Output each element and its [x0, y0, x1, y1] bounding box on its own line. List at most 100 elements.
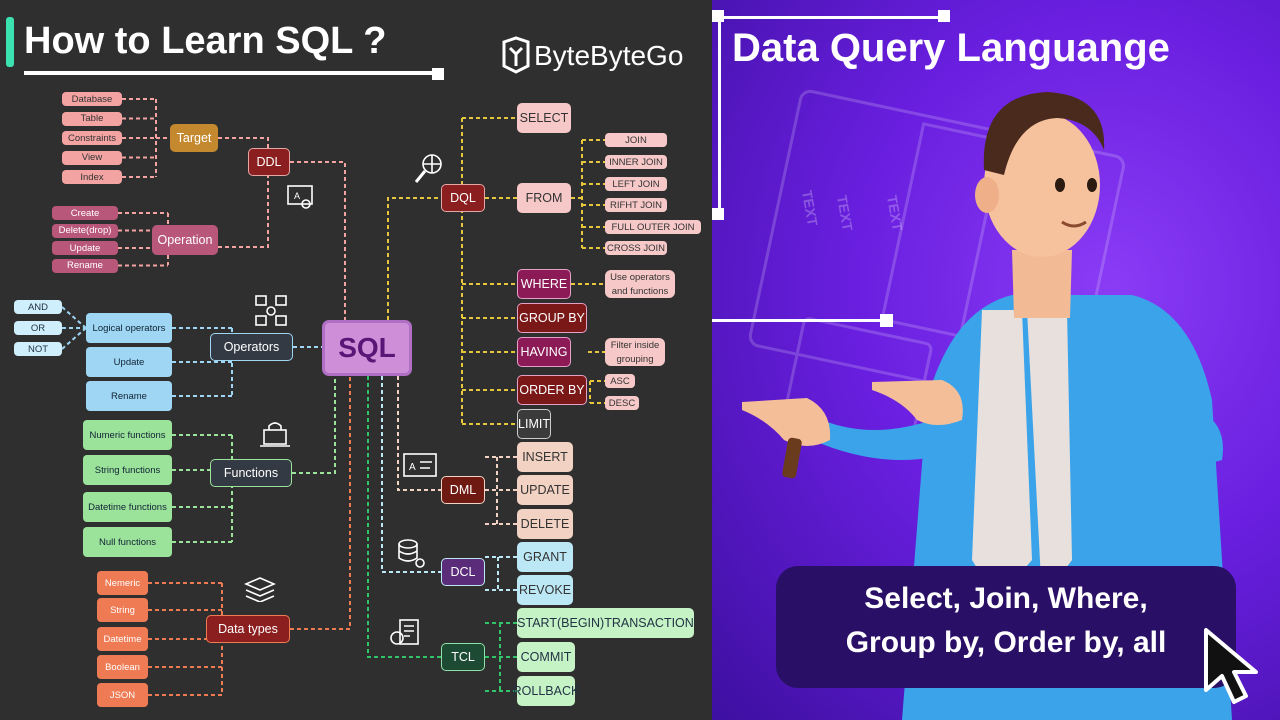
- datatypes-item: Datetime: [97, 627, 148, 651]
- sql-to-dcl: [381, 376, 441, 573]
- datatypes-item: Boolean: [97, 655, 148, 679]
- title-frame-top: [718, 16, 944, 19]
- gear-doc-icon: [390, 619, 419, 645]
- tcl-item: COMMIT: [517, 642, 575, 672]
- dql-item: SELECT: [517, 103, 571, 133]
- caption-line-1: Select, Join, Where,: [864, 582, 1148, 615]
- ddl-node: DDL: [248, 148, 290, 176]
- magnifier-globe-icon: [414, 154, 442, 183]
- join-item: RIFHT JOIN: [605, 198, 667, 212]
- dql-item: HAVING: [517, 337, 571, 367]
- sql-root-node: SQL: [322, 320, 412, 376]
- frame-handle-1: [712, 10, 724, 22]
- logical-item: AND: [14, 300, 62, 314]
- tcl-item: START(BEGIN)TRANSACTION: [517, 608, 694, 638]
- datatypes-item: String: [97, 598, 148, 622]
- logical-item: OR: [14, 321, 62, 335]
- lock-laptop-icon: [260, 422, 290, 447]
- operators-grid-icon: [255, 295, 287, 326]
- dcl-item: GRANT: [517, 542, 573, 572]
- functions-item: String functions: [83, 455, 172, 485]
- dml-item: DELETE: [517, 509, 573, 539]
- dml-item: INSERT: [517, 442, 573, 472]
- dql-item: GROUP BY: [517, 303, 587, 333]
- sql-to-dql: [387, 197, 441, 320]
- dql-item: ORDER BY: [517, 375, 587, 405]
- functions-to-sql: [292, 376, 336, 474]
- logical-connector: [61, 306, 87, 329]
- page-title: How to Learn SQL ?: [24, 20, 387, 62]
- stack-layers-icon: [244, 577, 276, 602]
- having-note-1: Filter inside: [605, 338, 665, 352]
- frame-handle-3: [712, 208, 724, 220]
- bytebytego-logo-icon: [502, 36, 530, 74]
- join-item: JOIN: [605, 133, 667, 147]
- functions-node: Functions: [210, 459, 292, 487]
- operation-node: Operation: [152, 225, 218, 255]
- operators-item: Update: [86, 347, 172, 377]
- operators-item: Logical operators: [86, 313, 172, 343]
- functions-item: Datetime functions: [83, 492, 172, 522]
- text-card-icon: A: [403, 453, 437, 477]
- target-item: Constraints: [62, 131, 122, 145]
- title-underline-handle: [432, 68, 444, 80]
- dql-item: WHERE: [517, 269, 571, 299]
- target-item: Database: [62, 92, 122, 106]
- tcl-item: ROLLBACK: [513, 676, 579, 706]
- dcl-item: REVOKE: [517, 575, 573, 605]
- where-note-1: Use operators: [605, 270, 675, 284]
- caption-box: [776, 566, 1236, 688]
- target-item: Table: [62, 111, 122, 126]
- datatypes-node: Data types: [206, 615, 290, 643]
- operators-item: Rename: [86, 381, 172, 411]
- functions-item: Null functions: [83, 527, 172, 557]
- connector-lines: [61, 98, 605, 696]
- logical-connector: [61, 327, 87, 350]
- datatypes-item: JSON: [97, 683, 148, 707]
- panel-title: Data Query Languange: [732, 26, 1170, 70]
- join-item: LEFT JOIN: [605, 177, 667, 191]
- datatypes-item: Nemeric: [97, 571, 148, 595]
- target-to-ddl: [218, 137, 269, 148]
- dcl-node: DCL: [441, 558, 485, 586]
- operation-item: Delete(drop): [52, 223, 118, 238]
- dml-node: DML: [441, 476, 485, 504]
- order-item: ASC: [605, 374, 635, 388]
- datatypes-to-sql: [290, 376, 351, 630]
- operation-item: Create: [52, 206, 118, 220]
- join-item: FULL OUTER JOIN: [605, 220, 701, 234]
- operation-item: Update: [52, 241, 118, 255]
- brand-name: ByteByteGo: [534, 40, 684, 71]
- logical-item: NOT: [14, 342, 62, 356]
- caption-line-2: Group by, Order by, all: [845, 626, 1167, 659]
- functions-item: Numeric functions: [83, 420, 172, 450]
- operation-item: Rename: [52, 258, 118, 273]
- title-accent-bar: [6, 17, 14, 67]
- promo-panel: TEXT TEXT TEXT Data Query Languange: [712, 0, 1280, 720]
- sql-to-dml: [397, 376, 441, 491]
- where-note-2: and functions: [605, 284, 675, 298]
- having-note-2: grouping: [605, 352, 665, 366]
- tcl-node: TCL: [441, 643, 485, 671]
- sql-to-tcl: [367, 376, 441, 658]
- join-item: INNER JOIN: [605, 155, 667, 169]
- target-item: Index: [62, 170, 122, 184]
- order-item: DESC: [605, 396, 639, 410]
- dql-node: DQL: [441, 184, 485, 212]
- svg-text:A: A: [294, 191, 300, 201]
- dql-item: FROM: [517, 183, 571, 213]
- operation-to-ddl: [218, 176, 269, 248]
- operators-node: Operators: [210, 333, 293, 361]
- dml-item: UPDATE: [517, 475, 573, 505]
- title-underline: [24, 71, 438, 75]
- cursor-icon: [1204, 628, 1258, 704]
- svg-text:A: A: [409, 462, 416, 473]
- brand-logo: [500, 36, 532, 76]
- join-item: CROSS JOIN: [605, 241, 667, 255]
- frame-handle-2: [938, 10, 950, 22]
- title-frame-left: [718, 16, 721, 216]
- certificate-icon: A: [287, 185, 313, 209]
- dql-item: LIMIT: [517, 409, 551, 439]
